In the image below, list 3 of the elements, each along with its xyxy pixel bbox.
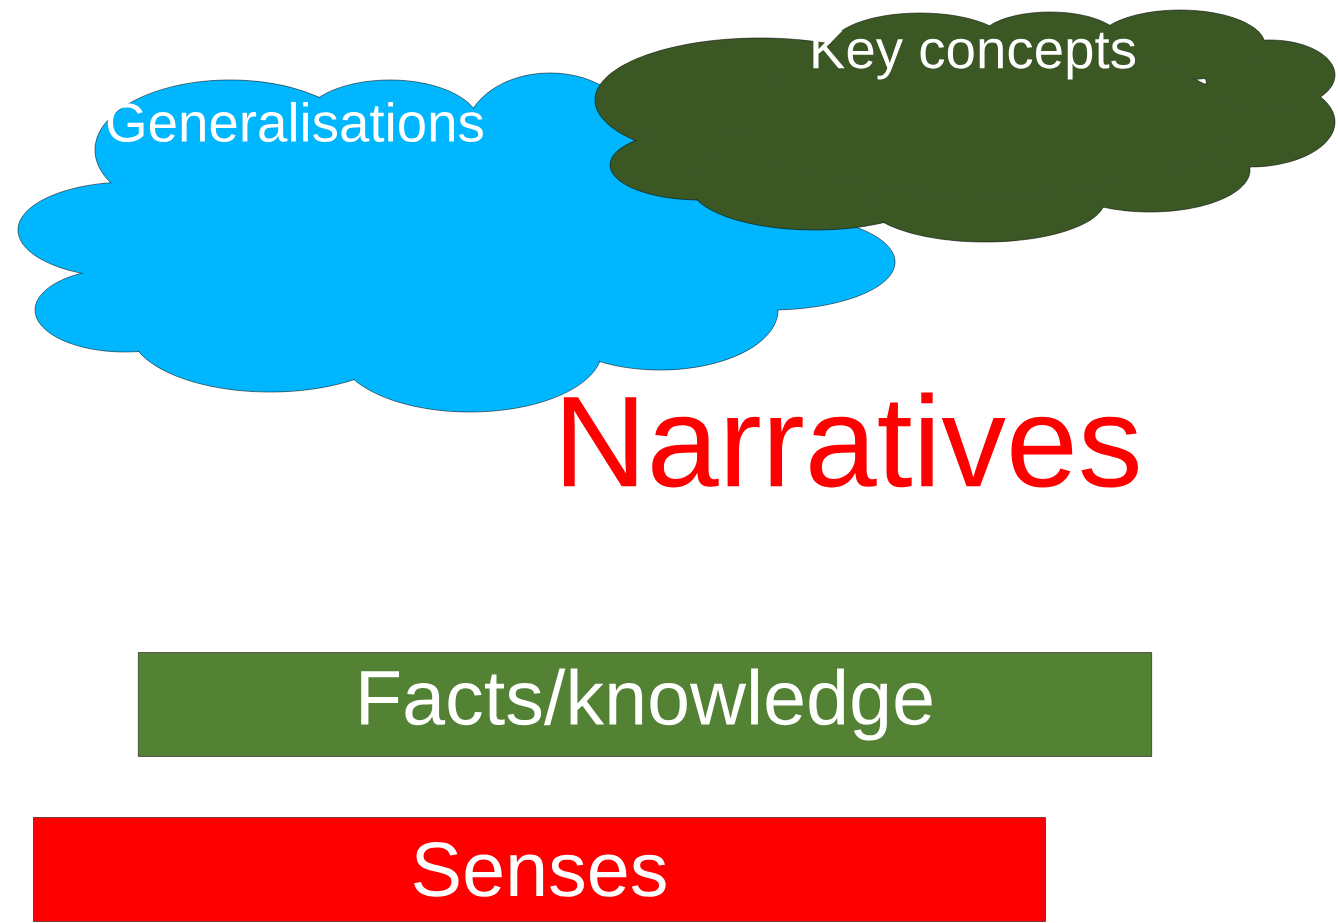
bar: Facts/knowledge: [138, 652, 1152, 757]
bar: Senses: [33, 817, 1046, 922]
node-label: Generalisations: [107, 101, 483, 143]
